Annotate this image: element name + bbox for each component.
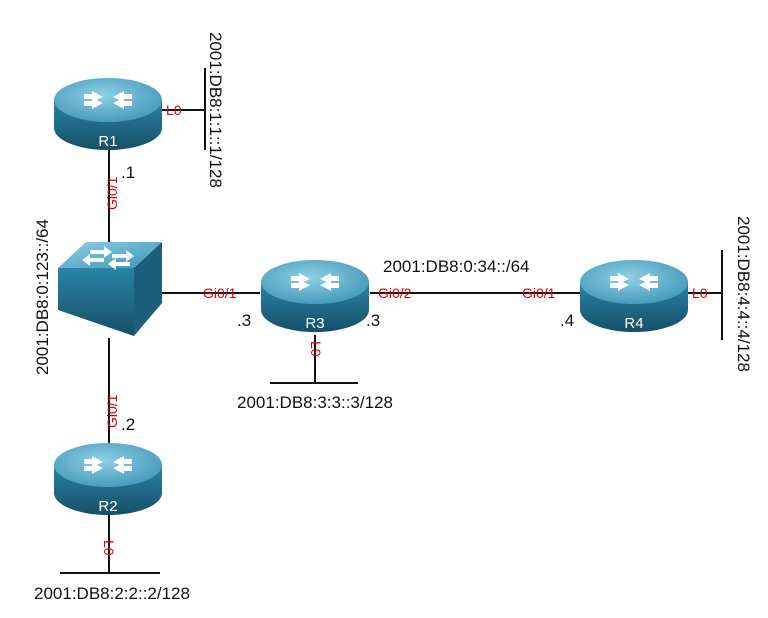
loopback-bars (60, 68, 723, 574)
interface-labels: Gi0/1 Gi0/1 L0 Gi0/1 Gi0/2 Gi0/1 L0 L0 L… (101, 102, 708, 556)
r2-host-label: .2 (121, 415, 135, 434)
r2-loopback-prefix: 2001:DB8:2:2::2/128 (34, 584, 190, 603)
link-34-prefix: 2001:DB8:0:34::/64 (383, 257, 530, 276)
host-address-labels: .1 .2 .3 .3 .4 (121, 163, 574, 434)
router-r3[interactable]: R3 (261, 260, 369, 332)
r1-gi0-1-label: Gi0/1 (104, 176, 120, 210)
r3-host-right-label: .3 (366, 311, 380, 330)
r1-loopback-prefix: 2001:DB8:1:1::1/128 (206, 32, 225, 188)
r1-lo-label: L0 (166, 102, 182, 118)
r3-gi0-2-label: Gi0/2 (378, 285, 412, 301)
switch[interactable] (58, 242, 162, 336)
router-r2[interactable]: R2 (54, 443, 162, 515)
r1-host-label: .1 (121, 163, 135, 182)
r3-host-left-label: .3 (237, 311, 251, 330)
r3-gi0-1-label: Gi0/1 (203, 285, 237, 301)
r4-host-label: .4 (560, 311, 574, 330)
router-r2-name: R2 (98, 498, 117, 515)
network-labels: 2001:DB8:0:123::/64 2001:DB8:0:34::/64 2… (33, 32, 753, 603)
router-r3-name: R3 (305, 315, 324, 332)
r4-gi0-1-label: Gi0/1 (522, 285, 556, 301)
r4-lo-label: L0 (692, 285, 708, 301)
r4-loopback-prefix: 2001:DB8:4:4::4/128 (734, 216, 753, 372)
links (108, 109, 722, 573)
switch-arrows-icon (82, 246, 134, 270)
lan-123-prefix: 2001:DB8:0:123::/64 (33, 219, 52, 375)
router-r1-name: R1 (98, 133, 117, 150)
r3-lo-label: L0 (308, 341, 324, 357)
router-r1[interactable]: R1 (54, 78, 162, 150)
r3-loopback-prefix: 2001:DB8:3:3::3/128 (237, 393, 393, 412)
r2-gi0-1-label: Gi0/1 (104, 394, 120, 428)
r2-lo-label: L0 (101, 540, 117, 556)
router-r4[interactable]: R4 (580, 260, 688, 332)
router-r4-name: R4 (624, 315, 643, 332)
